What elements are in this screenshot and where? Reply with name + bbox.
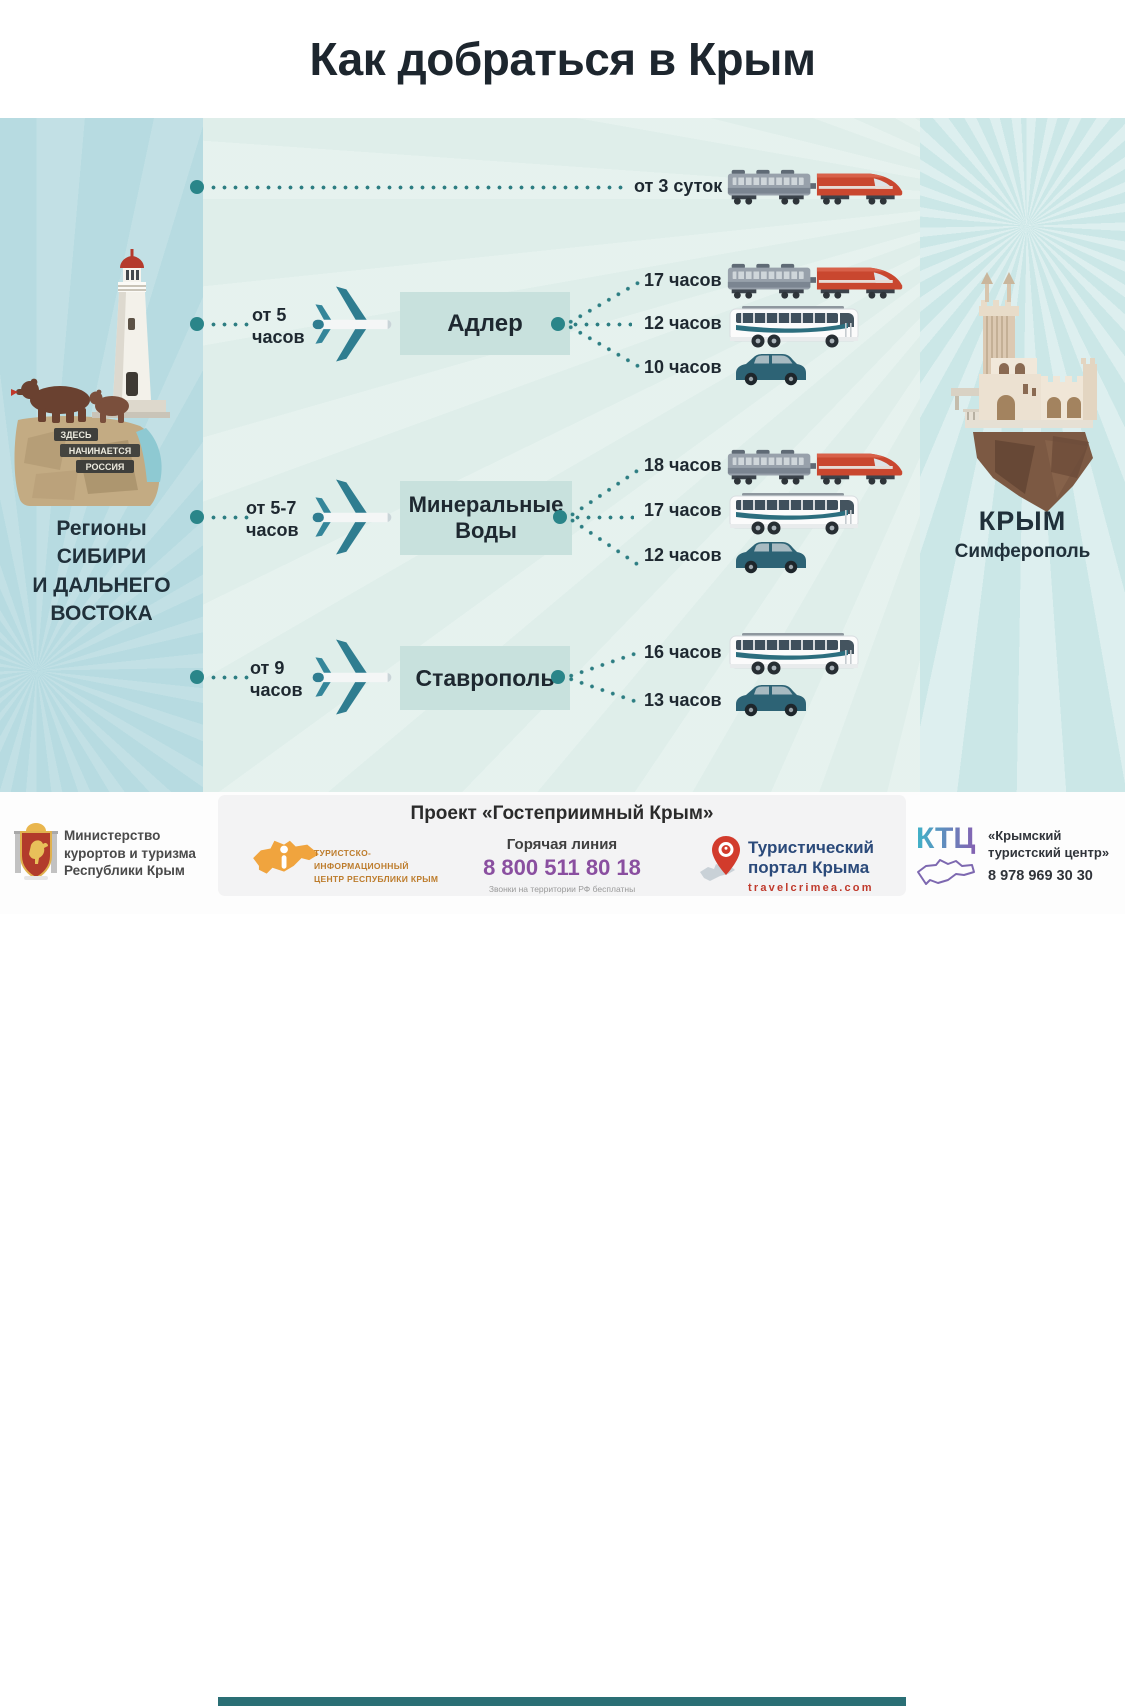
route-node: [553, 510, 567, 524]
hotline-phone: 8 800 511 80 18: [483, 855, 641, 880]
train-icon: [726, 162, 906, 210]
flight-duration-label: от 5-7 часов: [246, 498, 299, 542]
plane-icon: [307, 279, 397, 369]
monument-sign-line1: ЗДЕСЬ: [60, 430, 92, 440]
flight-duration-line: часов: [246, 519, 299, 540]
car-icon: [732, 680, 810, 720]
tic-crimea-map-icon: [250, 833, 322, 891]
hub-city-line: Минеральные: [408, 492, 564, 518]
ministry-line: Республики Крым: [64, 863, 185, 879]
train-icon: [726, 442, 906, 490]
route-node: [190, 510, 204, 524]
ministry-label: Министерство курортов и туризма Республи…: [64, 827, 196, 880]
portal-line: Туристический: [748, 838, 874, 857]
ktc-crimea-outline-icon: [917, 859, 975, 885]
car-icon: [732, 349, 810, 389]
ktc-line: туристский центр»: [988, 844, 1110, 860]
plane-icon: [307, 472, 397, 562]
travel-portal-pin-icon: [698, 834, 744, 890]
bus-icon: [728, 490, 863, 536]
dotted-line: [208, 515, 250, 520]
footer-accent-bar: [218, 1697, 906, 1706]
project-title: Проект «Гостеприимный Крым»: [410, 803, 714, 824]
hub-city-box-stavropol: Ставрополь: [400, 646, 570, 710]
route-node: [551, 670, 565, 684]
bus-icon: [728, 303, 863, 349]
ministry-line: Министерство: [64, 828, 161, 843]
dotted-line: [208, 675, 250, 680]
crimea-coat-of-arms-icon: [14, 820, 58, 882]
page-title: Как добраться в Крым: [309, 33, 816, 85]
ktc-label: «Крымский туристский центр» 8 978 969 30…: [988, 828, 1109, 886]
leg-duration-label: 10 часов: [644, 357, 722, 377]
header: Как добраться в Крым: [0, 0, 1125, 118]
route-node: [551, 317, 565, 331]
hub-city-box-adler: Адлер: [400, 292, 570, 355]
monument-sign-line2: НАЧИНАЕТСЯ: [69, 446, 132, 456]
portal-line: портал Крыма: [748, 858, 870, 878]
bus-icon: [728, 630, 863, 676]
hotline-block: Горячая линия 8 800 511 80 18 Звонки на …: [432, 836, 692, 894]
leg-duration-label: 18 часов: [644, 455, 722, 475]
origin-line: СИБИРИ: [56, 545, 147, 569]
route-node: [190, 317, 204, 331]
leg-duration-label: 12 часов: [644, 545, 722, 565]
flight-duration-line: от 5: [252, 305, 287, 325]
train-icon: [726, 256, 906, 304]
flight-duration-line: часов: [252, 326, 305, 347]
flight-duration-label: от 9 часов: [250, 658, 303, 702]
flight-duration-line: от 9: [250, 658, 285, 678]
project-box: [218, 795, 906, 896]
travel-portal-label: Туристический портал Крыма travelcrimea.…: [748, 838, 874, 894]
origin-line: Регионы: [56, 517, 147, 540]
destination-label: КРЫМ Симферополь: [920, 506, 1125, 563]
ktc-abbr: КТЦ: [916, 824, 980, 854]
tic-line: ТУРИСТСКО-: [314, 848, 372, 858]
car-icon: [732, 537, 810, 577]
main-stage: ЗДЕСЬ НАЧИНАЕТСЯ РОССИЯ Регионы СИБИРИ И…: [0, 118, 1125, 792]
hub-city-box-minvody: Минеральные Воды: [400, 481, 572, 555]
dotted-ray: [570, 322, 632, 327]
leg-duration-label: 17 часов: [644, 500, 722, 520]
flight-duration-line: от 5-7: [246, 498, 297, 518]
swallows-nest-castle-illustration: [935, 272, 1115, 517]
route-node: [190, 180, 204, 194]
dotted-line: [208, 322, 250, 327]
direct-duration-label: от 3 суток: [634, 176, 723, 196]
origin-line: И ДАЛЬНЕГО: [32, 573, 171, 597]
ktc-logo: КТЦ: [916, 824, 980, 895]
origin-region-label: Регионы СИБИРИ И ДАЛЬНЕГО ВОСТОКА: [0, 515, 203, 628]
hub-city-name: Адлер: [447, 309, 523, 337]
portal-site-url: travelcrimea.com: [748, 881, 874, 894]
destination-region: КРЫМ: [978, 506, 1067, 536]
ktc-line: «Крымский: [988, 828, 1062, 843]
monument-sign-line3: РОССИЯ: [86, 462, 125, 472]
leg-duration-label: 17 часов: [644, 270, 722, 290]
leg-duration-label: 13 часов: [644, 690, 722, 710]
origin-line: ВОСТОКА: [50, 602, 153, 626]
ministry-line: курортов и туризма: [64, 845, 196, 861]
plane-icon: [307, 632, 397, 722]
hub-city-name: Ставрополь: [415, 664, 555, 691]
ktc-phone: 8 978 969 30 30: [988, 867, 1093, 884]
hub-city-line: Воды: [455, 518, 517, 543]
hub-city-name: Минеральные Воды: [409, 492, 564, 544]
dotted-line-direct: [208, 185, 628, 190]
tic-label: ТУРИСТСКО- ИНФОРМАЦИОННЫЙ ЦЕНТР РЕСПУБЛИ…: [314, 847, 438, 887]
lighthouse-monument-illustration: ЗДЕСЬ НАЧИНАЕТСЯ РОССИЯ: [8, 248, 198, 513]
tic-line: ЦЕНТР РЕСПУБЛИКИ КРЫМ: [314, 874, 439, 885]
dotted-ray: [572, 515, 634, 520]
flight-duration-line: часов: [250, 679, 303, 700]
hotline-note: Звонки на территории РФ бесплатны: [488, 884, 636, 894]
hotline-label: Горячая линия: [506, 836, 618, 853]
leg-duration-label: 12 часов: [644, 313, 722, 333]
flight-duration-label: от 5 часов: [252, 305, 305, 349]
tic-line: ИНФОРМАЦИОННЫЙ: [314, 861, 409, 872]
destination-city: Симферополь: [954, 541, 1091, 562]
route-node: [190, 670, 204, 684]
leg-duration-label: 16 часов: [644, 642, 722, 662]
